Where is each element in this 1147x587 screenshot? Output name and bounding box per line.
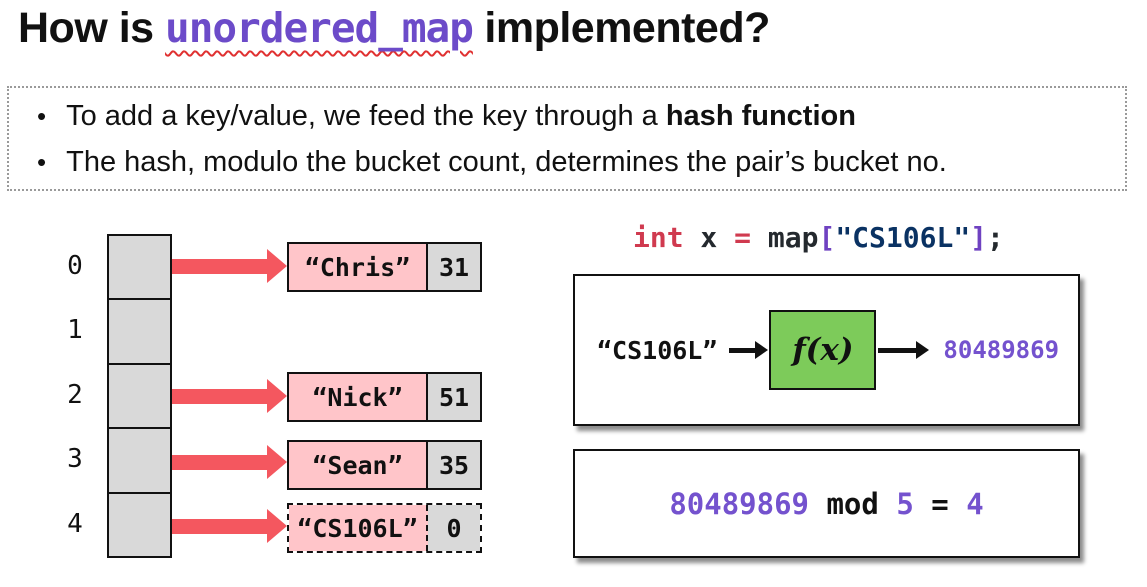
bucket-cell-3: [109, 429, 170, 494]
code-token-keyword: int: [633, 221, 684, 254]
code-token-lbracket: [: [818, 221, 836, 254]
code-token-string: "CS106L": [835, 221, 971, 254]
pair-node-chris: “Chris” 31: [287, 242, 482, 292]
code-token-map: map: [751, 221, 819, 254]
bucket-label-0: 0: [67, 251, 83, 281]
pair-key-cell: “Sean”: [289, 442, 428, 488]
bullet-item: • The hash, modulo the bucket count, dete…: [37, 139, 1125, 185]
arrow-shaft: [172, 518, 267, 534]
bullet-bold-text: hash function: [665, 99, 856, 132]
bucket-cell-2: [109, 364, 170, 430]
bucket-pointer-arrow-icon: [172, 249, 287, 283]
pair-value-cell: 0: [428, 505, 480, 551]
bucket-label-2: 2: [67, 380, 83, 410]
mod-equals: =: [913, 486, 967, 521]
bullet-text: To add a key/value, we feed the key thro…: [66, 99, 666, 132]
bucket-cell-1: [109, 300, 170, 365]
bucket-pointer-arrow-icon: [172, 445, 287, 479]
arrow-shaft: [172, 388, 267, 404]
pair-key-cell: “Nick”: [289, 374, 428, 420]
pair-value-cell: 51: [428, 374, 480, 420]
arrow-head: [916, 341, 930, 359]
hash-function-panel: “CS106L” f(x) 80489869: [573, 274, 1080, 426]
pair-value-cell: 31: [428, 244, 480, 290]
pair-key-cell: “Chris”: [289, 244, 428, 290]
title-prefix: How is: [18, 4, 166, 52]
title-code-word: unordered_map: [165, 4, 474, 52]
flow-arrow-icon: [878, 341, 930, 359]
pair-node-cs106l: “CS106L” 0: [287, 503, 482, 553]
bullet-box: • To add a key/value, we feed the key thr…: [7, 86, 1127, 191]
code-token-rbracket: ]: [970, 221, 988, 254]
bullet-item: • To add a key/value, we feed the key thr…: [37, 93, 1125, 139]
arrow-head: [755, 341, 769, 359]
code-line: int x = map["CS106L"];: [633, 221, 1004, 254]
arrow-shaft: [172, 258, 267, 274]
mod-operator: mod: [809, 486, 897, 521]
bucket-cell-4: [109, 493, 170, 557]
mod-result: 4: [966, 486, 984, 521]
bucket-pointer-arrow-icon: [172, 509, 287, 543]
pair-node-sean: “Sean” 35: [287, 440, 482, 490]
code-token-semicolon: ;: [987, 221, 1004, 254]
pair-value-cell: 35: [428, 442, 480, 488]
mod-equation: 80489869 mod 5 = 4: [669, 487, 983, 521]
code-token-operator: =: [734, 221, 752, 254]
bullet-icon: •: [37, 146, 47, 177]
arrow-shaft: [878, 347, 917, 353]
arrow-shaft: [172, 454, 267, 470]
arrow-head: [267, 249, 287, 283]
arrow-shaft: [729, 347, 756, 353]
f-of-x-label: f(x): [792, 332, 854, 368]
arrow-head: [267, 445, 287, 479]
bucket-label-1: 1: [67, 315, 83, 345]
bullet-icon: •: [37, 100, 47, 131]
mod-bucket-count: 5: [896, 486, 914, 521]
bucket-label-3: 3: [67, 444, 83, 474]
bullet-text: The hash, modulo the bucket count, deter…: [66, 145, 947, 178]
bucket-cell-0: [109, 236, 170, 301]
flow-arrow-icon: [729, 341, 769, 359]
bucket-pointer-arrow-icon: [172, 379, 287, 413]
code-token-variable: x: [683, 221, 735, 254]
page-title: How is unordered_map implemented?: [18, 4, 770, 53]
hash-function-green-box: f(x): [769, 310, 877, 390]
pair-key-cell: “CS106L”: [289, 505, 428, 551]
bucket-array: [107, 234, 172, 558]
mod-hash-value: 80489869: [669, 486, 810, 521]
hash-output-value: 80489869: [943, 336, 1060, 364]
hash-input-label: “CS106L”: [597, 335, 718, 365]
title-suffix: implemented?: [472, 4, 770, 52]
arrow-head: [267, 509, 287, 543]
mod-panel: 80489869 mod 5 = 4: [573, 449, 1080, 558]
bucket-label-4: 4: [67, 509, 83, 539]
arrow-head: [267, 379, 287, 413]
pair-node-nick: “Nick” 51: [287, 372, 482, 422]
